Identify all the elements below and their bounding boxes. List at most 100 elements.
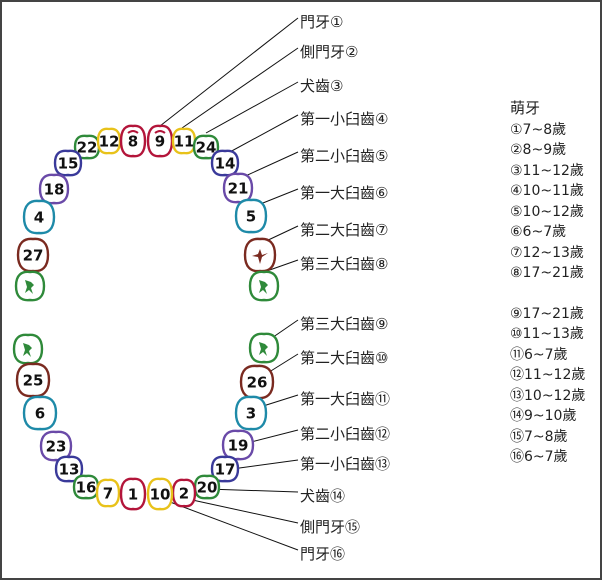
legend-item: ⑮7~8歲 [510, 428, 568, 445]
tooth-number: 12 [99, 133, 120, 151]
tooth-number: 19 [228, 437, 249, 455]
tooth [243, 237, 277, 273]
leader-line [181, 47, 299, 129]
leader-line [206, 488, 299, 493]
tooth-mark [127, 130, 139, 134]
tooth-root-mark [23, 343, 32, 357]
legend-gap [510, 284, 585, 304]
eruption-legend: 萌牙 ①7~8歲 ②8~9歲 ③11~12歲 ④10~11歲 ⑤10~12歲 ⑥… [510, 98, 585, 468]
legend-item: ⑩11~13歲 [510, 326, 584, 342]
legend-item: ⑨17~21歲 [510, 305, 584, 322]
tooth-root-mark [252, 249, 268, 264]
tooth: 19 [221, 429, 255, 461]
tooth [12, 333, 44, 365]
tooth-outline [171, 478, 197, 508]
tooth [248, 270, 280, 302]
leader-line [240, 151, 299, 179]
tooth-number: 10 [150, 486, 171, 504]
tooth: 15 [53, 149, 83, 177]
legend-item: ④10~11歲 [510, 183, 584, 199]
tooth-number: 13 [59, 461, 80, 479]
legend-item: ⑪6~7歲 [510, 346, 568, 363]
leader-line [205, 81, 299, 134]
tooth: 3 [234, 395, 268, 431]
tooth [14, 270, 46, 302]
tooth-number: 22 [77, 139, 98, 157]
tooth-number: 27 [23, 247, 44, 265]
tooth-outline [234, 198, 268, 234]
tooth: 16 [72, 474, 100, 500]
tooth-mark [154, 130, 166, 134]
tooth-number: 3 [246, 405, 256, 423]
tooth-number: 24 [196, 139, 217, 157]
tooth: 25 [15, 362, 51, 398]
tooth-number: 17 [215, 461, 236, 479]
legend-lower: ⑨17~21歲 ⑩11~13歲 ⑪6~7歲 ⑫11~12歲 ⑬10~12歲 ⑭9… [510, 304, 585, 468]
leader-line [159, 17, 299, 127]
legend-upper: ①7~8歲 ②8~9歲 ③11~12歲 ④10~11歲 ⑤10~12歲 ⑥6~7… [510, 120, 585, 284]
tooth-number: 7 [103, 485, 113, 503]
tooth-outline [193, 474, 221, 500]
tooth: 13 [54, 455, 84, 483]
tooth-root-mark [259, 280, 268, 294]
leader-line [161, 498, 299, 551]
tooth-outline [146, 477, 174, 511]
tooth-number: 18 [44, 181, 65, 199]
tooth-label: 犬齒⑭ [300, 487, 345, 505]
tooth-outline [16, 237, 50, 273]
tooth-label: 第三大臼齒⑧ [300, 255, 388, 273]
tooth-number: 14 [215, 155, 236, 173]
tooth: 4 [22, 199, 56, 235]
tooth-outline [222, 172, 254, 204]
leader-line [250, 429, 299, 443]
tooth-outline [119, 477, 147, 511]
tooth: 8 [119, 124, 147, 158]
tooth-outline [22, 199, 56, 235]
tooth-label: 門牙① [300, 13, 343, 31]
tooth: 7 [95, 478, 121, 508]
tooth-number: 11 [174, 133, 195, 151]
tooth-number: 1 [128, 486, 138, 504]
tooth: 2 [171, 478, 197, 508]
tooth-number: 21 [228, 180, 249, 198]
tooth-number: 25 [23, 372, 44, 390]
legend-item: ⑤10~12歲 [510, 203, 584, 220]
tooth-label: 第一小臼齒⑬ [300, 455, 390, 473]
tooth-number: 8 [128, 133, 138, 151]
tooth-outline [210, 149, 240, 177]
legend-item: ⑯6~7歲 [510, 449, 568, 465]
tooth-outline [54, 455, 84, 483]
tooth-labels: 門牙①側門牙②犬齒③第一小臼齒④第二小臼齒⑤第一大臼齒⑥第二大臼齒⑦第三大臼齒⑧… [300, 13, 390, 563]
legend-item: ⑥6~7歲 [510, 224, 567, 240]
legend-item: ⑧17~21歲 [510, 265, 584, 281]
legend-title: 萌牙 [510, 99, 541, 117]
tooth [248, 332, 280, 364]
tooth: 23 [39, 430, 73, 462]
legend-item: ⑫11~12歲 [510, 367, 586, 383]
tooth-label: 犬齒③ [300, 77, 343, 95]
tooth-outline [22, 395, 58, 431]
tooth-number: 15 [58, 155, 79, 173]
tooth-number: 26 [247, 374, 268, 392]
tooth: 14 [210, 149, 240, 177]
legend-item: ⑭9~10歲 [510, 408, 577, 424]
tooth: 26 [239, 364, 275, 400]
tooth-label: 第一大臼齒⑪ [300, 390, 390, 408]
tooth: 27 [16, 237, 50, 273]
tooth-label: 第二小臼齒⑫ [300, 425, 390, 443]
tooth: 5 [234, 198, 268, 234]
tooth-outline [234, 395, 268, 431]
tooth: 6 [22, 395, 58, 431]
tooth-label: 側門牙⑮ [300, 518, 360, 536]
leader-line [231, 459, 299, 470]
tooth-label: 第一小臼齒④ [300, 110, 388, 128]
tooth: 12 [96, 127, 122, 155]
tooth: 18 [38, 173, 70, 205]
tooth-number: 23 [46, 438, 67, 456]
legend-item: ②8~9歲 [510, 142, 567, 158]
tooth-label: 門牙⑯ [300, 545, 345, 563]
tooth: 9 [146, 124, 174, 158]
tooth-label: 第二大臼齒⑦ [300, 221, 388, 239]
tooth: 1 [119, 477, 147, 511]
tooth-label: 第三大臼齒⑨ [300, 315, 388, 333]
